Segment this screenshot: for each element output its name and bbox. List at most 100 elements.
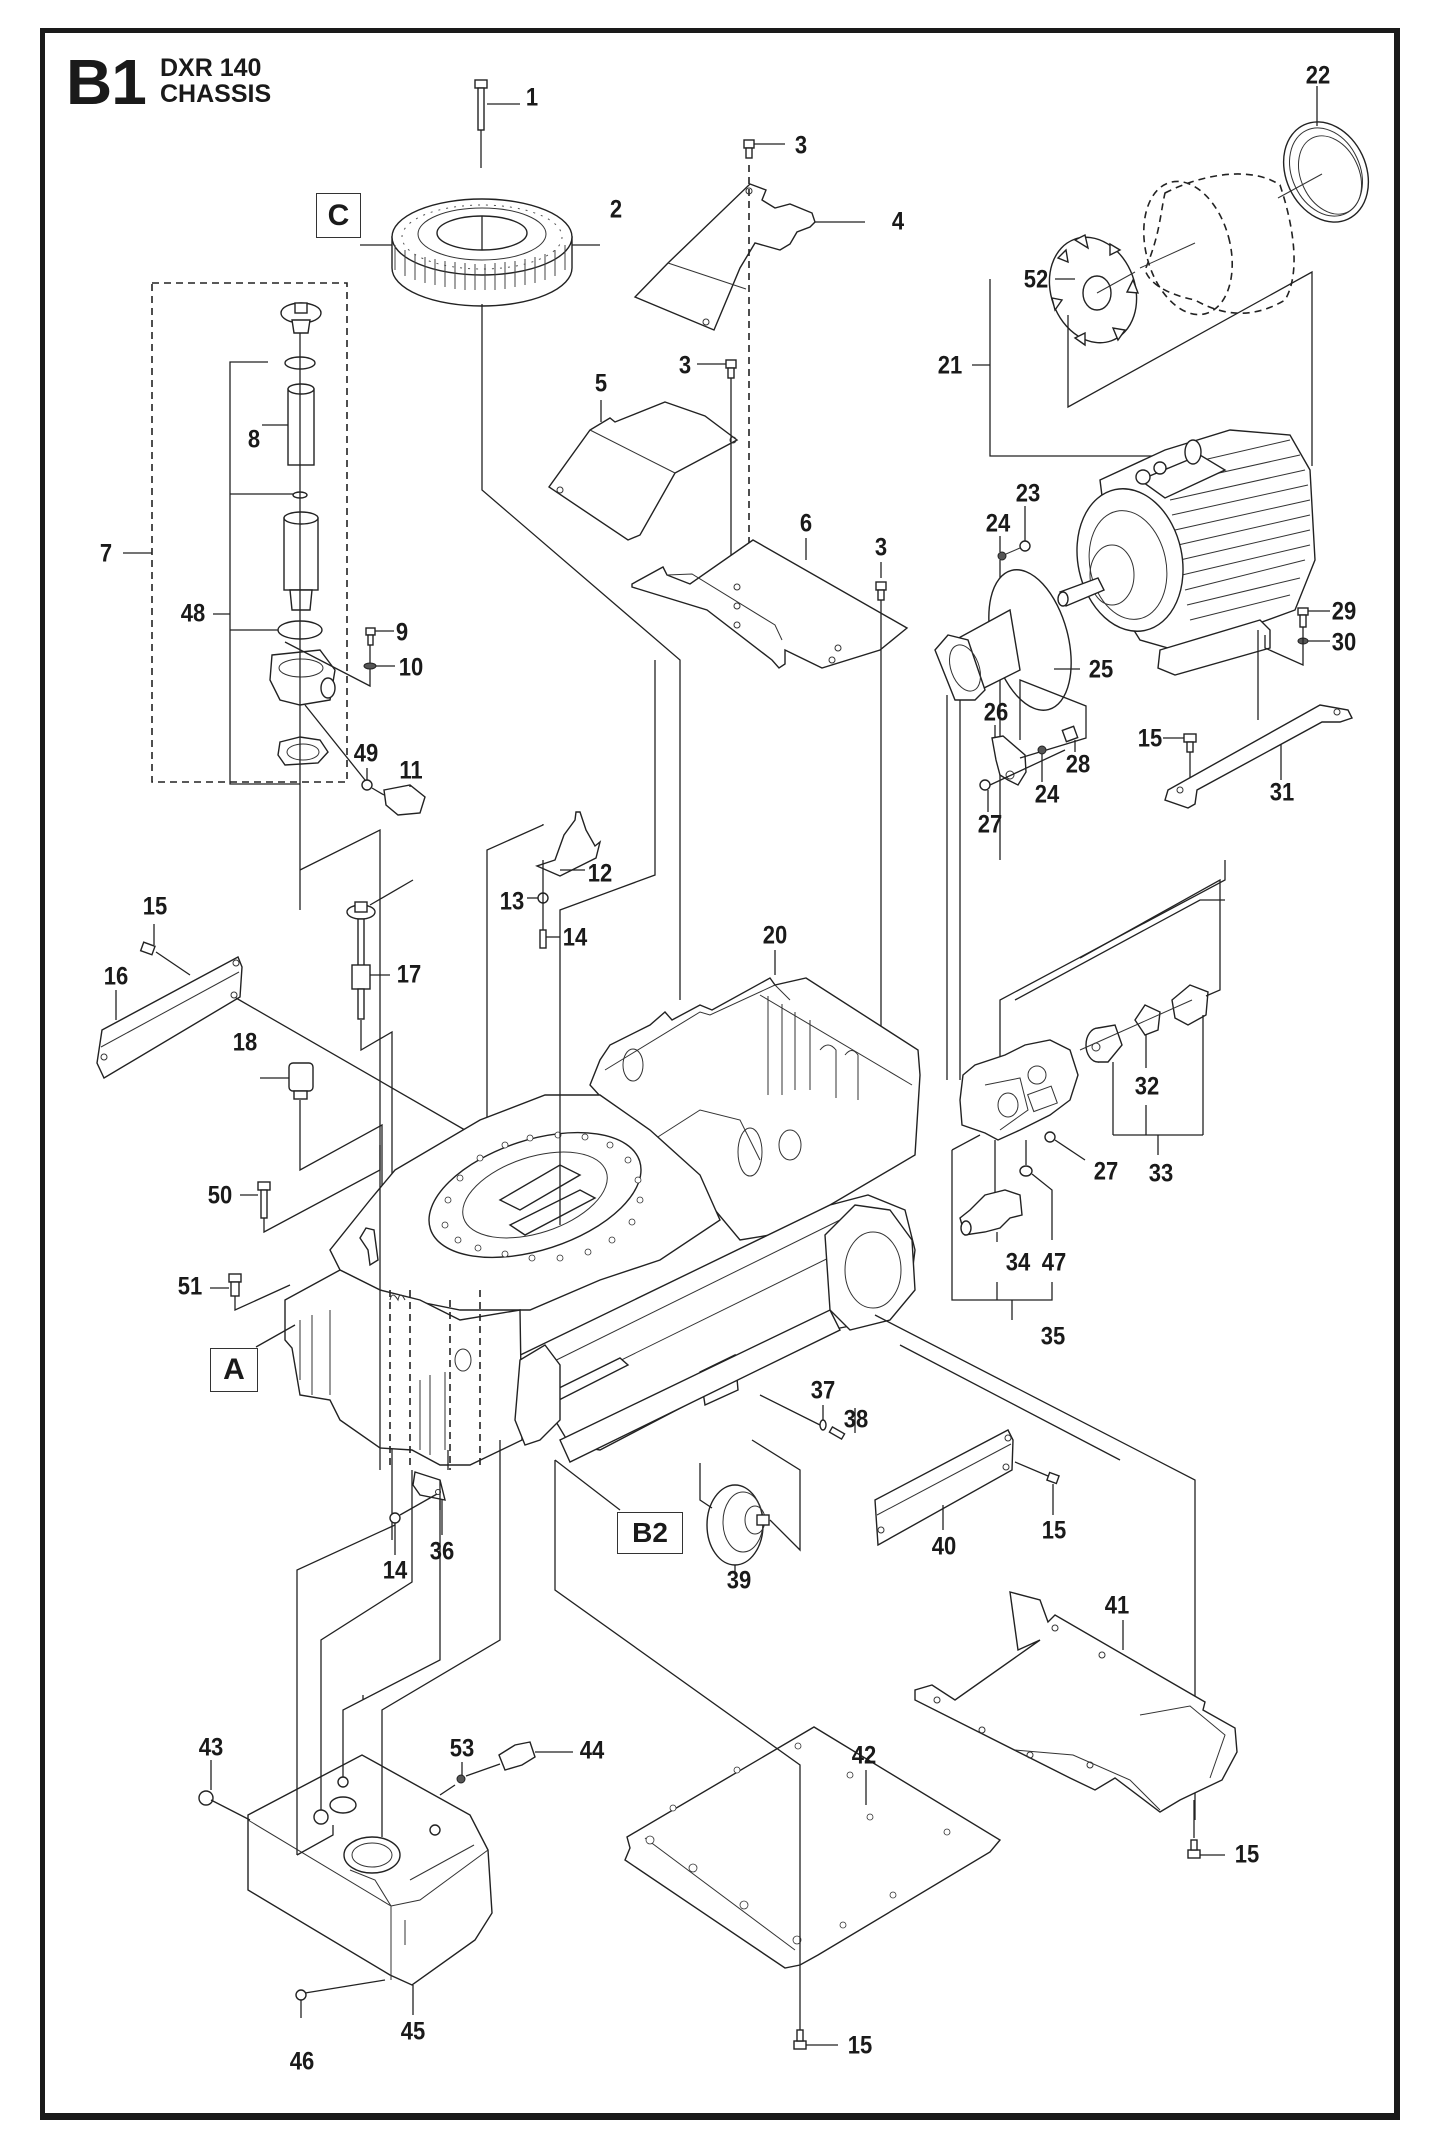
- motor-rail-part-31[interactable]: [1164, 704, 1353, 809]
- callout-42[interactable]: 42: [851, 1741, 877, 1770]
- callout-5[interactable]: 5: [594, 369, 608, 398]
- callout-12[interactable]: 12: [587, 859, 613, 888]
- callout-15-right[interactable]: 15: [1041, 1516, 1067, 1545]
- callout-50[interactable]: 50: [207, 1181, 233, 1210]
- callout-15-near-31[interactable]: 15: [1137, 724, 1163, 753]
- bolt-part-15-right[interactable]: [1014, 1461, 1060, 1515]
- washer-part-24-lower[interactable]: [1037, 745, 1047, 782]
- callout-24-top[interactable]: 24: [985, 509, 1011, 538]
- mounting-plate-part-6[interactable]: [631, 538, 909, 669]
- callout-45[interactable]: 45: [400, 2017, 426, 2046]
- electric-motor[interactable]: [1057, 429, 1316, 720]
- callout-9[interactable]: 9: [395, 618, 409, 647]
- seal-part-49[interactable]: [304, 704, 373, 791]
- callout-34[interactable]: 34: [1005, 1248, 1031, 1277]
- callout-20[interactable]: 20: [762, 921, 788, 950]
- callout-17[interactable]: 17: [396, 960, 422, 989]
- washer-part-53[interactable]: [439, 1762, 466, 1796]
- washer-part-10[interactable]: [363, 662, 395, 670]
- bolt-part-3-top[interactable]: [743, 139, 785, 159]
- gasket[interactable]: [277, 736, 329, 766]
- bottom-plate-part-42[interactable]: [624, 1726, 1002, 1969]
- callout-49[interactable]: 49: [353, 739, 379, 768]
- callout-13[interactable]: 13: [499, 887, 525, 916]
- callout-2[interactable]: 2: [609, 195, 623, 224]
- guard-plate-part-41[interactable]: [914, 1591, 1238, 1813]
- callout-21[interactable]: 21: [937, 351, 963, 380]
- callout-53[interactable]: 53: [449, 1734, 475, 1763]
- callout-26[interactable]: 26: [983, 698, 1009, 727]
- reference-box-b2[interactable]: B2: [617, 1512, 683, 1554]
- plug-part-47[interactable]: [1019, 1140, 1053, 1240]
- callout-22[interactable]: 22: [1305, 61, 1331, 90]
- callout-27-mid[interactable]: 27: [1093, 1157, 1119, 1186]
- callout-16[interactable]: 16: [103, 962, 129, 991]
- callout-25[interactable]: 25: [1088, 655, 1114, 684]
- bolt-part-14-lower[interactable]: [389, 1493, 438, 1555]
- callout-4[interactable]: 4: [891, 207, 905, 236]
- washer-part-30[interactable]: [1264, 627, 1330, 667]
- hydraulic-tank-part-45[interactable]: [247, 1754, 493, 2015]
- sensor-part-11[interactable]: [371, 784, 426, 816]
- side-plate-part-16[interactable]: [96, 956, 485, 1142]
- callout-48[interactable]: 48: [180, 599, 206, 628]
- callout-33[interactable]: 33: [1148, 1159, 1174, 1188]
- bolt-part-1[interactable]: [474, 79, 520, 168]
- bolt-part-38[interactable]: [828, 1408, 856, 1441]
- callout-15-bottom[interactable]: 15: [847, 2031, 873, 2060]
- callout-38[interactable]: 38: [843, 1405, 869, 1434]
- plate-part-36[interactable]: [412, 1450, 449, 1535]
- bolt-part-15-bottom[interactable]: [793, 2029, 838, 2050]
- coupling-part-33[interactable]: [1079, 878, 1221, 1155]
- bolt-part-15-far-right[interactable]: [1187, 1800, 1225, 1859]
- fan-cover-dashed[interactable]: [1130, 171, 1295, 324]
- callout-46[interactable]: 46: [289, 2047, 315, 2076]
- filter-assembly-box-part-7[interactable]: [151, 282, 348, 783]
- callout-24-lower[interactable]: 24: [1034, 780, 1060, 809]
- callout-51[interactable]: 51: [177, 1272, 203, 1301]
- callout-36[interactable]: 36: [429, 1537, 455, 1566]
- reference-box-a[interactable]: A: [210, 1348, 258, 1392]
- nut-part-23[interactable]: [1019, 506, 1031, 552]
- fan-part-52[interactable]: [1035, 225, 1151, 355]
- fan-bracket-part-21[interactable]: [989, 279, 1165, 457]
- reference-box-c[interactable]: C: [316, 193, 361, 238]
- side-plate-part-40[interactable]: [874, 1344, 1121, 1547]
- callout-35[interactable]: 35: [1040, 1322, 1066, 1351]
- sensor-part-44[interactable]: [465, 1741, 573, 1777]
- callout-10[interactable]: 10: [398, 653, 424, 682]
- plug-part-46[interactable]: [295, 1979, 386, 2018]
- callout-15-far-right[interactable]: 15: [1234, 1840, 1260, 1869]
- callout-23[interactable]: 23: [1015, 479, 1041, 508]
- callout-18[interactable]: 18: [232, 1028, 258, 1057]
- callout-47[interactable]: 47: [1041, 1248, 1067, 1277]
- callout-15-left[interactable]: 15: [142, 892, 168, 921]
- bolt-part-27-top[interactable]: [979, 749, 1066, 812]
- callout-39[interactable]: 39: [726, 1566, 752, 1595]
- callout-1[interactable]: 1: [525, 83, 539, 112]
- slewing-ring-part-2[interactable]: [360, 198, 681, 1000]
- callout-52[interactable]: 52: [1023, 265, 1049, 294]
- spacer-part-28[interactable]: [1061, 725, 1079, 752]
- callout-7[interactable]: 7: [99, 539, 113, 568]
- bolt-part-15-left[interactable]: [139, 924, 191, 976]
- adapter-flange-part-25[interactable]: [934, 561, 1085, 1080]
- callout-41[interactable]: 41: [1104, 1591, 1130, 1620]
- callout-44[interactable]: 44: [579, 1736, 605, 1765]
- callout-37[interactable]: 37: [810, 1376, 836, 1405]
- cap-part-43[interactable]: [198, 1760, 251, 1821]
- bolt-part-9[interactable]: [365, 627, 394, 646]
- callout-29[interactable]: 29: [1331, 597, 1357, 626]
- callout-3-top[interactable]: 3: [794, 131, 808, 160]
- callout-8[interactable]: 8: [247, 425, 261, 454]
- callout-30[interactable]: 30: [1331, 628, 1357, 657]
- callout-6[interactable]: 6: [799, 509, 813, 538]
- cover-plate-part-5[interactable]: [548, 400, 739, 541]
- callout-27-top[interactable]: 27: [977, 810, 1003, 839]
- filter-bowl[interactable]: [283, 511, 319, 611]
- callout-11[interactable]: 11: [399, 756, 423, 785]
- bracket-part-12[interactable]: [535, 811, 602, 877]
- cover-plate-part-4[interactable]: [633, 165, 865, 590]
- callout-40[interactable]: 40: [931, 1532, 957, 1561]
- callout-32[interactable]: 32: [1134, 1072, 1160, 1101]
